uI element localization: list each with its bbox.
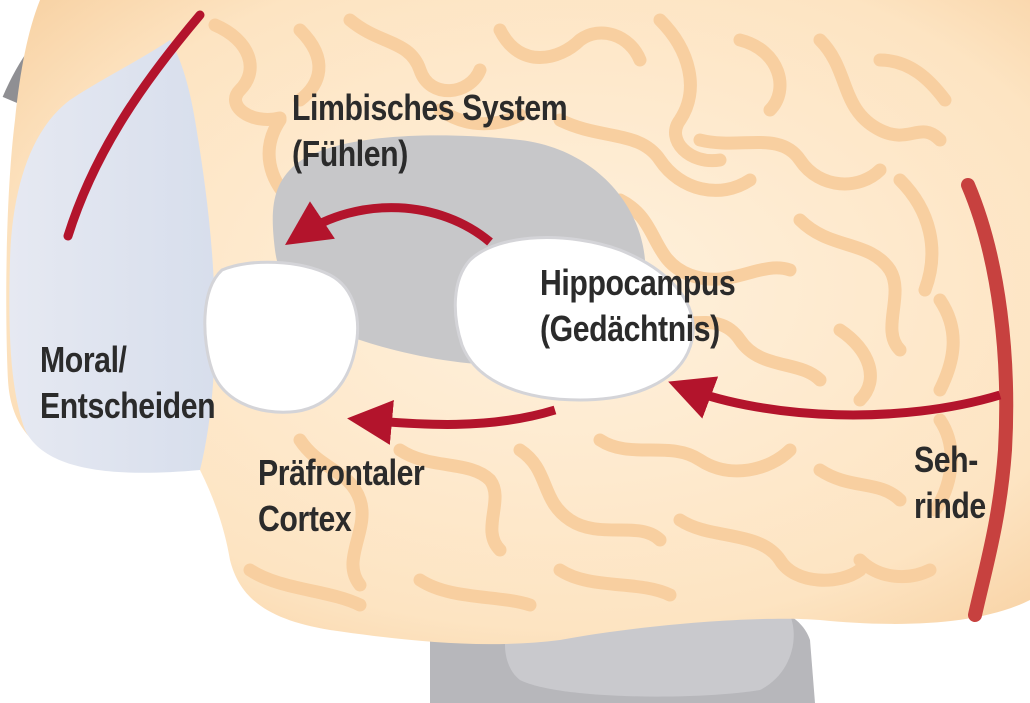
sehrinde-label-line1: Seh- (914, 440, 978, 480)
moral-label-line2: Entscheiden (40, 386, 215, 426)
hippocampus-label-line1: Hippocampus (540, 263, 735, 303)
moral-label-line1: Moral/ (40, 340, 127, 380)
limbic-system-label-line2: (Fühlen) (292, 134, 408, 174)
hippocampus-label-line2: (Gedächtnis) (540, 309, 720, 349)
prefrontal-cortex-region (205, 262, 358, 412)
prefrontal-cortex-label-line2: Cortex (258, 499, 351, 539)
prefrontal-cortex-label-line1: Präfrontaler (258, 453, 424, 493)
sehrinde-label-line2: rinde (914, 486, 986, 526)
limbic-system-label-line1: Limbisches System (292, 88, 567, 128)
